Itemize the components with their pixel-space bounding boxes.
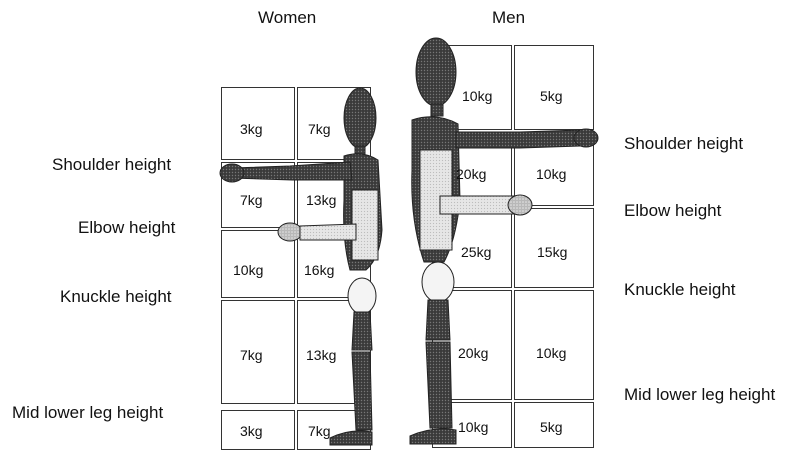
men-r2-close-weight: 20kg (456, 166, 486, 182)
men-r4-close-weight: 20kg (458, 345, 488, 361)
women-r4-close-weight: 7kg (240, 347, 263, 363)
men-r5-close-weight: 10kg (458, 419, 488, 435)
men-r5-far-weight: 5kg (540, 419, 563, 435)
men-r2-far-weight: 10kg (536, 166, 566, 182)
women-r2-far-weight: 13kg (306, 192, 336, 208)
women-r5-far-weight: 7kg (308, 423, 331, 439)
man-mannequin (410, 38, 598, 444)
men-r3-far-weight: 15kg (537, 244, 567, 260)
women-r5-close-weight: 3kg (240, 423, 263, 439)
men-r1-far-weight: 5kg (540, 88, 563, 104)
men-r4-far-weight: 10kg (536, 345, 566, 361)
men-r1-close-weight: 10kg (462, 88, 492, 104)
women-r1-close-weight: 3kg (240, 121, 263, 137)
women-r4-far-weight: 13kg (306, 347, 336, 363)
women-r3-close-weight: 10kg (233, 262, 263, 278)
women-r2-close-weight: 7kg (240, 192, 263, 208)
men-r3-close-weight: 25kg (461, 244, 491, 260)
women-r3-far-weight: 16kg (304, 262, 334, 278)
women-r1-far-weight: 7kg (308, 121, 331, 137)
